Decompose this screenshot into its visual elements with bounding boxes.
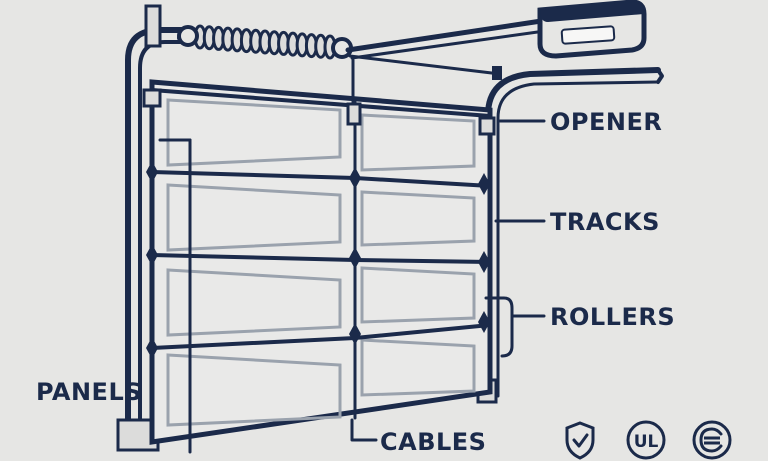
- panel-insets: [166, 98, 476, 427]
- ul-certified-icon: UL: [626, 420, 666, 460]
- panel-inset-right: [360, 113, 476, 172]
- roller: [146, 337, 158, 359]
- left-track: [116, 4, 193, 452]
- label-opener: OPENER: [550, 108, 662, 136]
- roller: [478, 173, 490, 195]
- label-tracks: TRACKS: [550, 208, 660, 236]
- roller: [478, 311, 490, 333]
- panel-inset-right: [360, 266, 476, 324]
- left-mount-bracket: [144, 4, 162, 48]
- panel-inset-right: [360, 190, 476, 247]
- energy-e-icon: [692, 420, 732, 460]
- roller: [146, 244, 158, 266]
- opener-motor-unit: [537, 0, 647, 59]
- label-panels: PANELS: [36, 378, 142, 406]
- label-rollers: ROLLERS: [550, 303, 675, 331]
- roller: [478, 251, 490, 273]
- panel-inset-left: [166, 183, 342, 252]
- panel-inset-left: [166, 98, 342, 167]
- roller: [349, 167, 361, 189]
- leader-lines: [158, 119, 546, 454]
- roller: [146, 161, 158, 183]
- roller: [349, 247, 361, 269]
- panel-inset-left: [166, 268, 342, 337]
- torsion-spring: [177, 24, 353, 60]
- door-body: [142, 58, 496, 445]
- ul-badge-text: UL: [634, 432, 659, 452]
- roller: [349, 323, 361, 345]
- shield-check-icon: [565, 421, 595, 460]
- rollers: [146, 161, 490, 359]
- panel-inset-left: [166, 353, 342, 427]
- label-cables: CABLES: [380, 428, 486, 456]
- opener-assembly: [345, 0, 647, 80]
- panel-inset-right: [360, 338, 476, 397]
